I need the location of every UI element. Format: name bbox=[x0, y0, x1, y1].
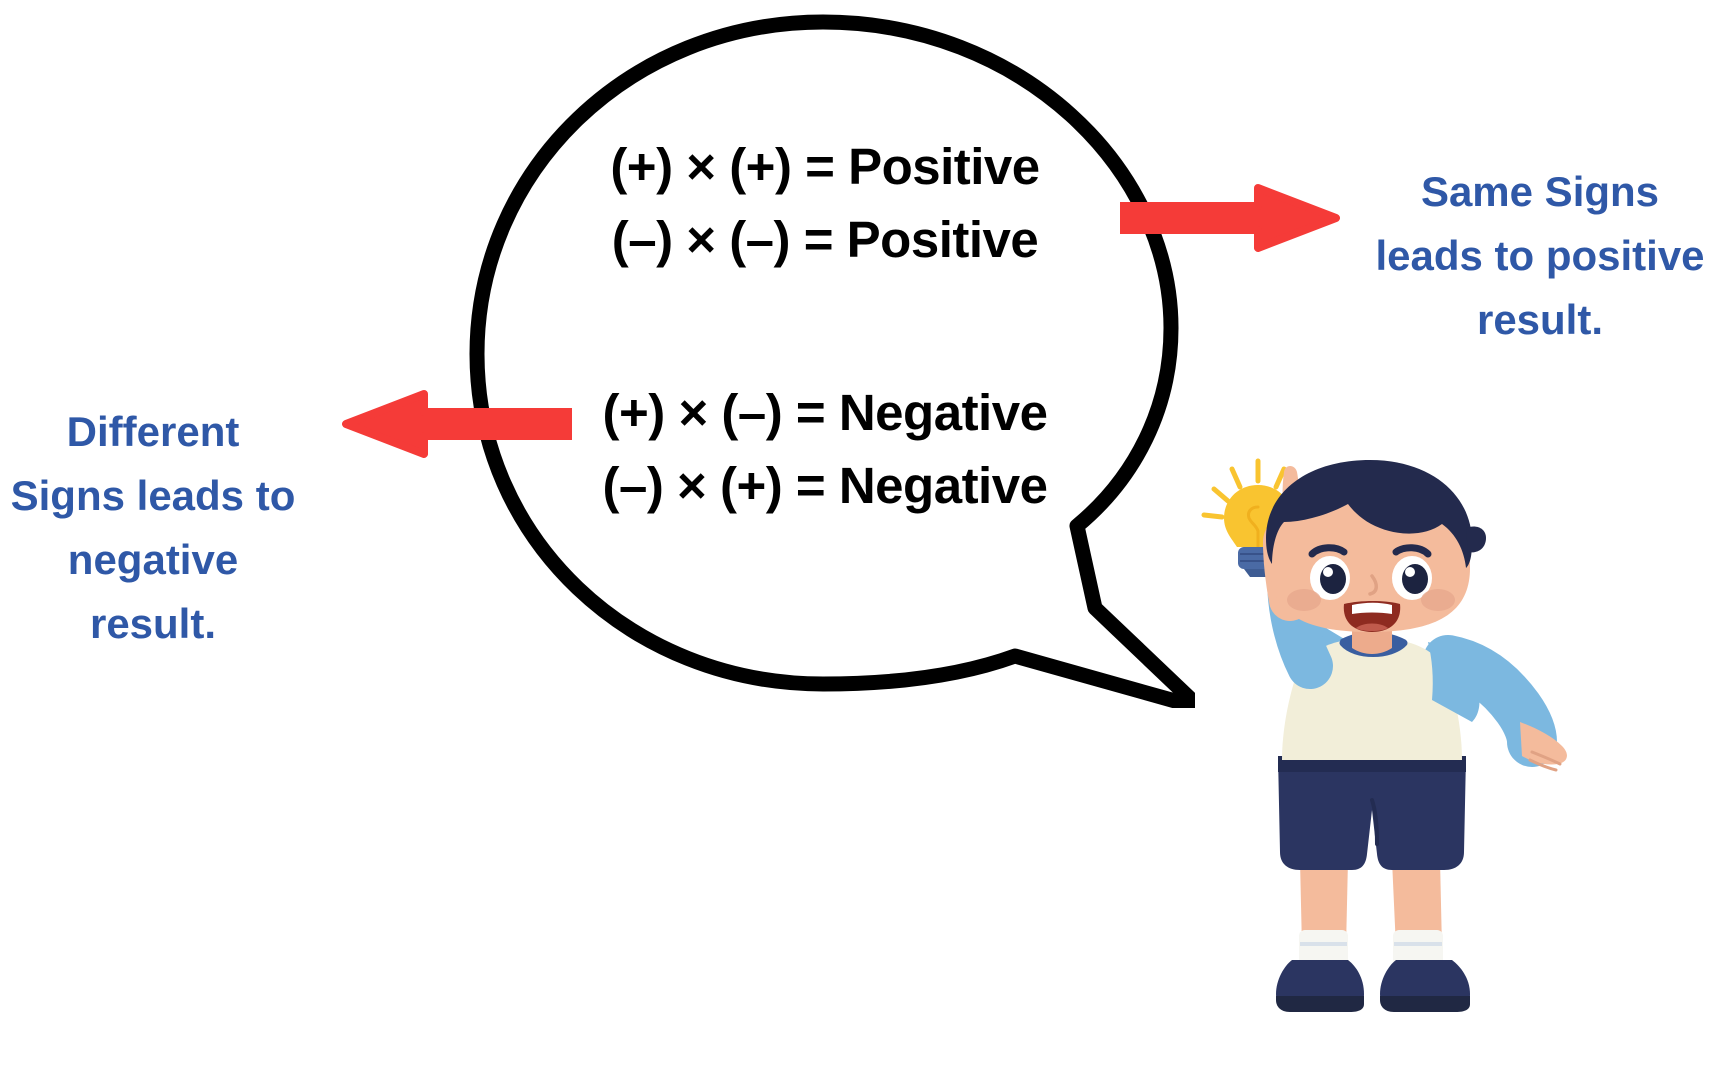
head bbox=[1266, 460, 1486, 632]
speech-bubble-shape bbox=[469, 14, 1195, 708]
shorts bbox=[1278, 756, 1466, 870]
legs bbox=[1300, 860, 1442, 948]
caption-different-signs: Different Signs leads to negative result… bbox=[10, 408, 296, 647]
speech-bubble bbox=[455, 8, 1195, 708]
right-arm bbox=[1423, 635, 1567, 772]
caption-same-signs: Same Signs leads to positive result. bbox=[1375, 168, 1705, 343]
arrow-left-icon bbox=[332, 388, 576, 460]
boy-character bbox=[1180, 460, 1580, 1080]
arrow-right-icon bbox=[1116, 182, 1340, 254]
shoes bbox=[1276, 960, 1470, 1012]
socks bbox=[1299, 930, 1443, 966]
